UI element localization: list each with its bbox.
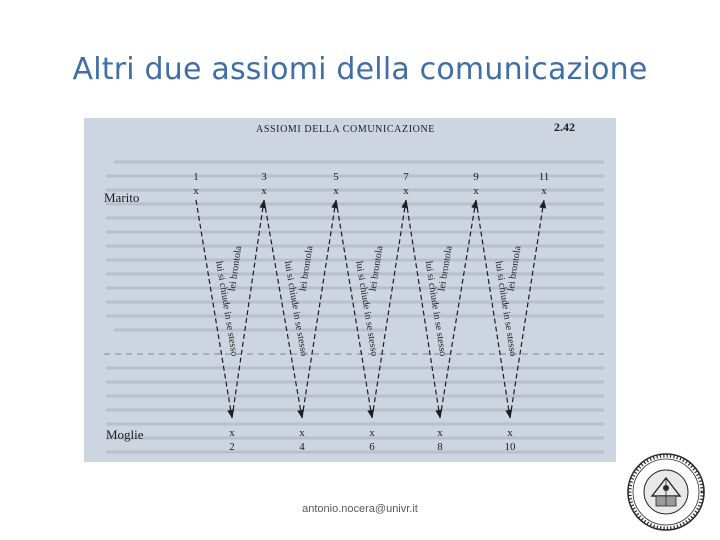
wife-step-mark: x	[229, 427, 235, 439]
husband-step-number: 11	[539, 171, 550, 183]
husband-label: Marito	[104, 190, 139, 205]
label-nags: lei brontola	[227, 245, 245, 292]
wife-label: Moglie	[106, 427, 144, 442]
arrow-down	[263, 199, 303, 419]
husband-step-mark: x	[403, 185, 409, 197]
page-header: ASSIOMI DELLA COMUNICAZIONE	[256, 124, 435, 135]
wife-step-number: 10	[505, 441, 517, 453]
label-nags: lei brontola	[368, 245, 386, 293]
arrow-up	[301, 199, 337, 419]
wife-step-number: 2	[229, 441, 235, 453]
husband-step-mark: x	[473, 185, 479, 197]
arrow-down	[405, 199, 441, 419]
husband-step-mark: x	[193, 185, 199, 197]
label-nags: lei brontola	[506, 245, 524, 293]
section-number: 2.42	[554, 120, 575, 134]
wife-step-number: 4	[299, 441, 305, 453]
husband-step-number: 7	[403, 171, 409, 183]
footer-email: antonio.nocera@univr.it	[302, 503, 418, 515]
husband-step-mark: x	[333, 185, 339, 197]
husband-step-number: 9	[473, 171, 479, 183]
arrow-up	[509, 199, 545, 419]
arrow-down	[335, 199, 373, 419]
arrow-down	[195, 199, 233, 419]
university-seal-icon	[626, 452, 706, 532]
label-nags: lei brontola	[436, 245, 454, 293]
label-nags: lei brontola	[298, 245, 316, 293]
arrow-up	[231, 199, 265, 419]
arrow-up	[371, 199, 407, 419]
husband-step-number: 1	[193, 171, 199, 183]
husband-step-number: 5	[333, 171, 339, 183]
punctuation-diagram: ASSIOMI DELLA COMUNICAZIONE 2.42 Marito …	[104, 120, 604, 454]
wife-step-mark: x	[507, 427, 513, 439]
wife-step-number: 8	[437, 441, 443, 453]
husband-step-mark: x	[541, 185, 547, 197]
arrow-up	[439, 199, 477, 419]
book-page-scan: ASSIOMI DELLA COMUNICAZIONE 2.42 Marito …	[84, 118, 616, 462]
faint-body-text	[106, 160, 604, 454]
wife-step-mark: x	[437, 427, 443, 439]
husband-step-number: 3	[261, 171, 267, 183]
arrow-down	[475, 199, 511, 419]
wife-step-mark: x	[299, 427, 305, 439]
husband-step-mark: x	[261, 185, 267, 197]
slide-title: Altri due assiomi della comunicazione	[72, 52, 648, 87]
wife-step-number: 6	[369, 441, 375, 453]
wife-step-mark: x	[369, 427, 375, 439]
arrow-up-head	[539, 200, 547, 209]
